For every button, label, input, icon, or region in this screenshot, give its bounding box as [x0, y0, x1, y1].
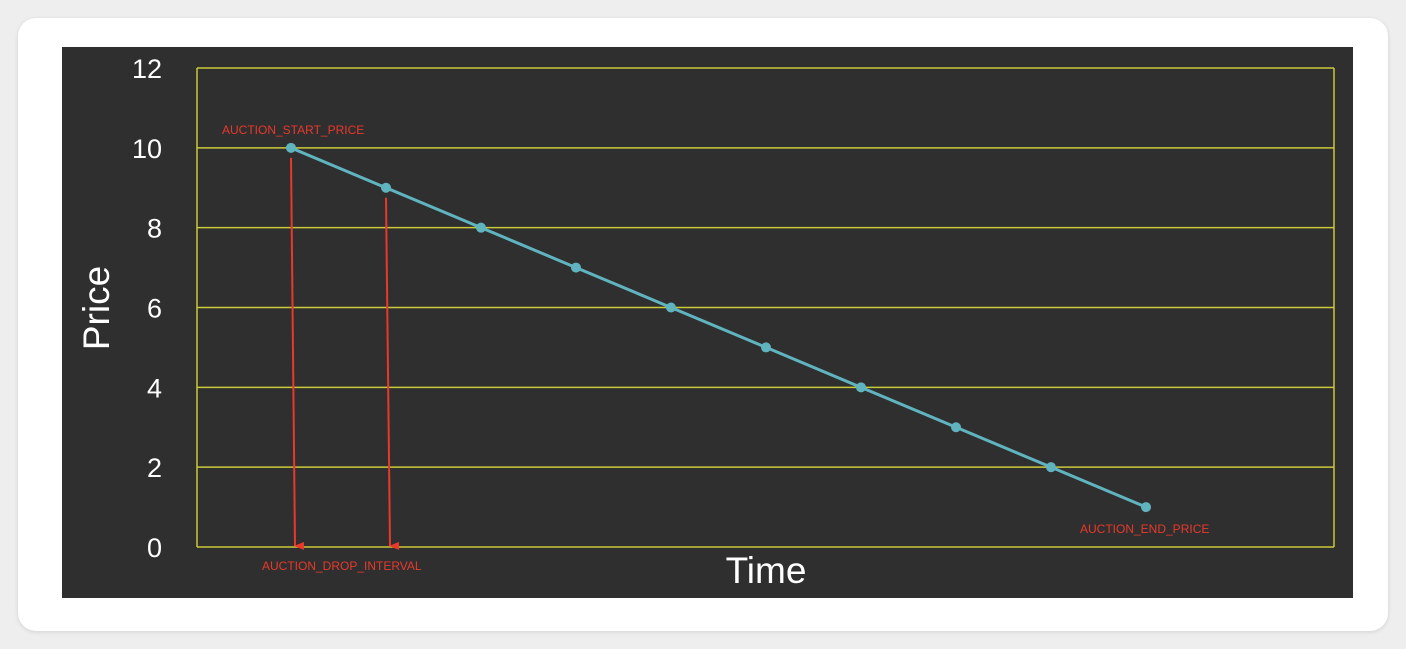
y-axis-label: Price	[76, 266, 117, 350]
interval-arrows	[290, 157, 400, 550]
interval-arrow-0	[290, 157, 305, 550]
y-tick-label-10: 10	[132, 134, 162, 164]
price-point-0	[286, 142, 296, 153]
start-price-annotation: AUCTION_START_PRICE	[222, 123, 364, 137]
grid-lines	[196, 67, 1335, 548]
price-point-1	[381, 182, 391, 193]
price-point-8	[1046, 462, 1056, 473]
price-point-6	[856, 382, 866, 393]
y-tick-label-12: 12	[132, 54, 162, 84]
price-point-3	[571, 262, 581, 273]
interval-arrow-1	[385, 197, 400, 550]
x-axis-label: Time	[726, 550, 807, 591]
price-point-9	[1141, 502, 1151, 513]
y-tick-label-6: 6	[147, 294, 162, 324]
y-tick-label-8: 8	[147, 214, 162, 244]
price-point-4	[666, 302, 676, 313]
price-points	[286, 142, 1151, 513]
y-tick-label-4: 4	[147, 373, 162, 403]
y-tick-labels: 0 2 4 6 8 10 12	[132, 54, 162, 563]
y-tick-label-2: 2	[147, 453, 162, 483]
price-point-2	[476, 222, 486, 233]
y-tick-label-0: 0	[147, 533, 162, 563]
end-price-annotation: AUCTION_END_PRICE	[1080, 522, 1209, 536]
drop-interval-annotation: AUCTION_DROP_INTERVAL	[262, 559, 422, 573]
price-series	[290, 146, 1147, 509]
price-point-7	[951, 422, 961, 433]
price-line	[290, 146, 1147, 509]
price-point-5	[761, 342, 771, 353]
